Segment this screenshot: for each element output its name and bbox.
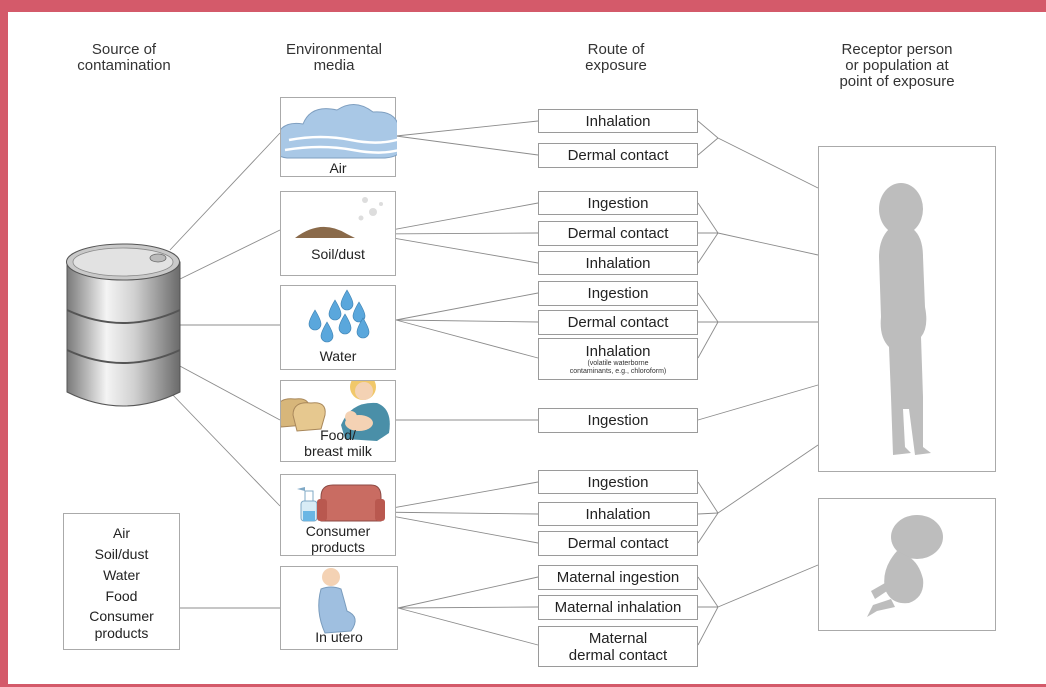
connector-line [395, 292, 539, 321]
connector-line [397, 576, 539, 609]
route-box: Inhalation [538, 109, 698, 133]
connector-line [697, 292, 719, 323]
media-label: In utero [315, 629, 363, 645]
connector-line [697, 137, 719, 156]
source-item: products [94, 624, 149, 641]
header-source: Source of contamination [77, 41, 171, 74]
child-silhouette-icon [879, 183, 931, 455]
connector-line [369, 232, 539, 235]
media-air: Air [280, 97, 397, 177]
source-item: Water [103, 566, 140, 583]
connector-line [717, 444, 819, 514]
barrel-icon [66, 243, 181, 407]
media-water: Water [280, 285, 396, 370]
route-note: (volatile waterborne contaminants, e.g.,… [569, 359, 667, 375]
media-label: Water [319, 348, 357, 364]
connector-line [369, 481, 539, 513]
fetus-silhouette-icon [867, 515, 943, 617]
connector-line [697, 606, 719, 646]
connector-line [697, 512, 719, 544]
connector-line [397, 606, 539, 609]
connector-line [697, 232, 719, 264]
header-media: Environmental media [286, 41, 382, 74]
media-label: Consumer products [305, 523, 371, 555]
connector-line [177, 229, 281, 281]
source-item: Consumer [89, 607, 154, 624]
connector-line [697, 576, 719, 608]
connector-line [717, 232, 819, 256]
source-list-box: Air Soil/dust Water Food Consumer produc… [63, 513, 180, 650]
source-item: Soil/dust [94, 545, 149, 562]
receptor-fetus-box [818, 498, 996, 631]
media-consumer-products: Consumer products [280, 474, 396, 556]
cloud-icon [281, 104, 397, 159]
water-drops-icon [308, 289, 370, 343]
connector-line [395, 319, 539, 359]
connector-line [697, 120, 719, 139]
receptor-child-box [818, 146, 996, 472]
route-box: Maternal ingestion [538, 565, 698, 590]
connector-line [369, 202, 539, 235]
connector-line [697, 512, 719, 515]
route-box: Inhalation (volatile waterborne contamin… [538, 338, 698, 380]
connector-line [395, 319, 539, 323]
connector-line [717, 137, 819, 189]
media-soil-dust: Soil/dust [280, 191, 396, 276]
media-in-utero: In utero [280, 566, 398, 650]
route-box: Maternal inhalation [538, 595, 698, 620]
connector-line [697, 481, 719, 514]
header-receptor: Receptor person or population at point o… [839, 41, 955, 90]
connector-line [697, 202, 719, 234]
route-box: Ingestion [538, 191, 698, 215]
media-label: Soil/dust [311, 246, 365, 262]
connector-line [717, 564, 819, 608]
connector-line [369, 511, 539, 544]
route-box: Dermal contact [538, 221, 698, 246]
connector-line [697, 321, 719, 359]
route-box: Inhalation [538, 502, 698, 526]
source-item: Air [112, 524, 131, 541]
route-box: Dermal contact [538, 143, 698, 168]
route-box: Dermal contact [538, 531, 698, 556]
header-route: Route of exposure [585, 41, 647, 74]
spray-sofa-icon [297, 484, 385, 522]
route-box: Ingestion [538, 470, 698, 494]
route-box: Maternal dermal contact [538, 626, 698, 667]
route-box: Ingestion [538, 408, 698, 433]
route-box: Dermal contact [538, 310, 698, 335]
route-box: Inhalation [538, 251, 698, 275]
connector-line [395, 135, 539, 156]
connector-line [395, 120, 539, 137]
connector-line [697, 384, 819, 421]
media-label: Food/ breast milk [304, 427, 372, 459]
soil-icon [295, 197, 383, 238]
media-food-breast-milk: Food/ breast milk [280, 380, 396, 462]
pregnant-woman-icon [318, 568, 356, 634]
route-box: Ingestion [538, 281, 698, 306]
connector-line [177, 364, 281, 421]
media-label: Air [329, 160, 347, 176]
connector-line [397, 607, 539, 646]
connector-line [169, 391, 281, 507]
connector-line [169, 132, 281, 251]
connector-line [369, 511, 539, 515]
source-item: Food [105, 587, 138, 604]
food-breastfeeding-icon [281, 381, 390, 441]
connector-line [369, 233, 539, 264]
